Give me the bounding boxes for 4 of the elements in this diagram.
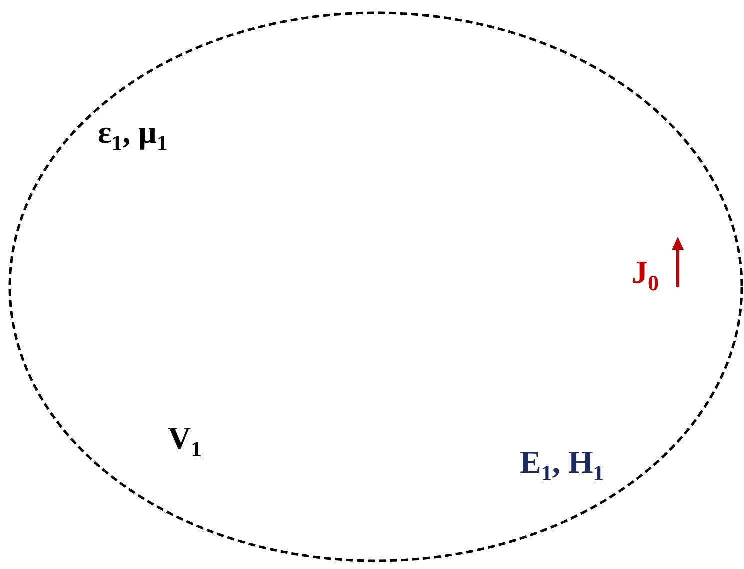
volume-label: V$_{1}$	[168, 422, 202, 460]
source-label: J$_{0}$	[632, 256, 659, 294]
field-label: E$_{1}$, H$_{1}$	[520, 446, 604, 484]
material-label: ε$_{1}$, μ$_{1}$	[98, 116, 168, 154]
